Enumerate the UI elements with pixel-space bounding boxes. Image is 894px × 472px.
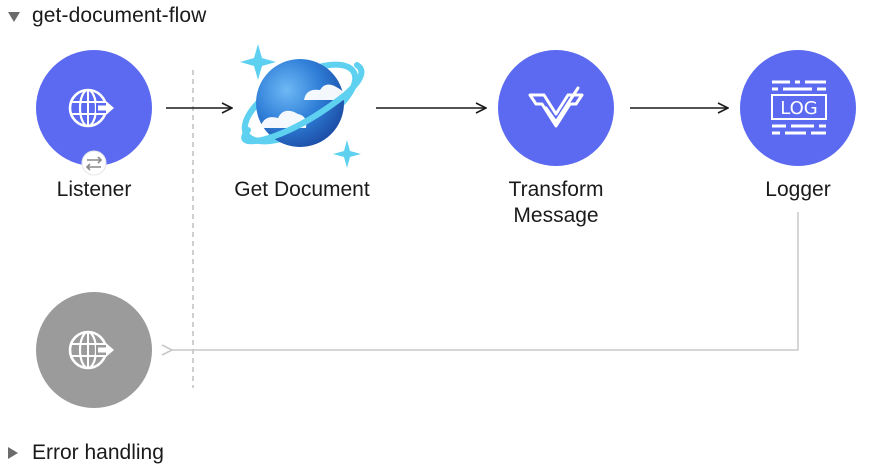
transform-message-label-line1: Transform <box>508 178 604 201</box>
flow-title: get-document-flow <box>32 4 207 27</box>
transform-message-label-line2: Message <box>513 204 599 227</box>
log-icon: LOG <box>771 80 827 135</box>
dataweave-icon <box>528 86 584 128</box>
get-document-label: Get Document <box>234 178 370 201</box>
listener-node[interactable] <box>36 50 152 176</box>
globe-arrow-icon <box>68 330 114 370</box>
log-icon-text: LOG <box>780 98 818 119</box>
error-handling-label: Error handling <box>32 441 164 464</box>
error-handling-header[interactable]: Error handling <box>8 440 164 466</box>
get-document-node[interactable] <box>233 44 366 168</box>
collapse-triangle-icon[interactable] <box>8 12 20 22</box>
logger-node[interactable]: LOG <box>740 50 856 166</box>
expand-triangle-icon[interactable] <box>8 447 18 459</box>
cosmos-db-planet-icon <box>240 44 365 168</box>
response-node[interactable] <box>36 292 152 408</box>
transform-message-node[interactable] <box>498 50 614 166</box>
flow-header[interactable]: get-document-flow <box>8 4 206 28</box>
logger-label: Logger <box>765 178 831 201</box>
globe-arrow-icon <box>68 88 114 128</box>
exchange-arrows-icon <box>81 150 107 176</box>
listener-label: Listener <box>56 178 132 201</box>
return-connector <box>172 212 799 350</box>
transform-message-label: Transform Message <box>476 177 636 229</box>
